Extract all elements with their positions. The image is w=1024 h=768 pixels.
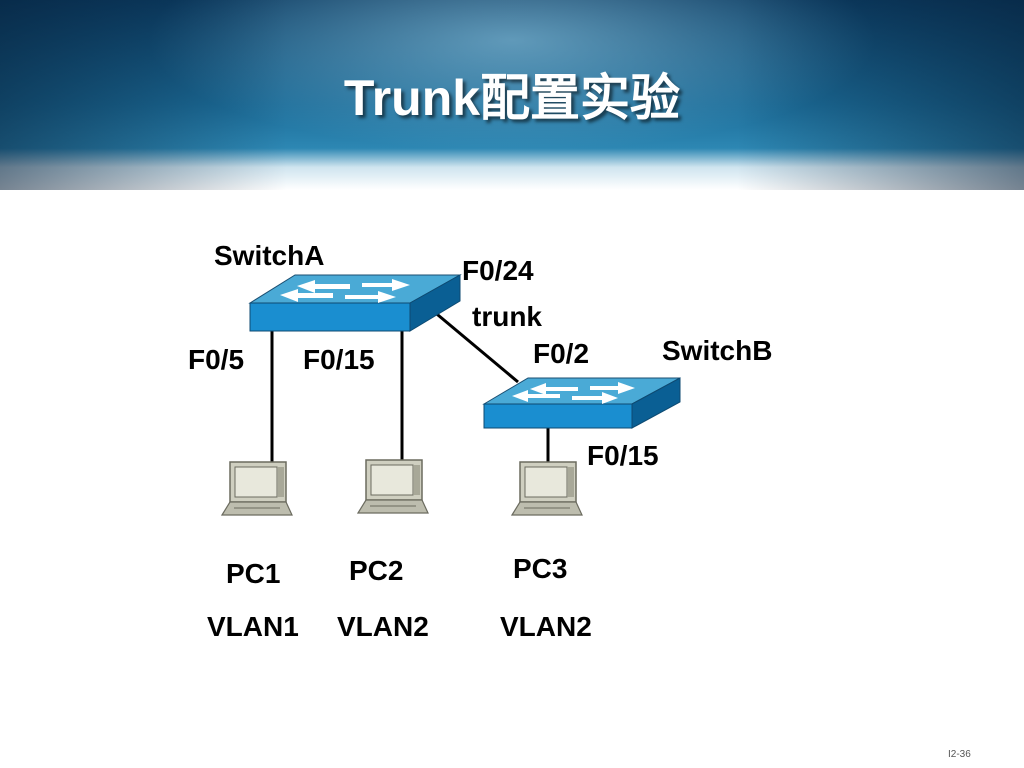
pc3-icon — [510, 461, 583, 516]
port-b-uplink-label: F0/2 — [533, 338, 590, 369]
port-a-pc2-label: F0/15 — [303, 344, 375, 375]
port-a-pc1-label: F0/5 — [188, 344, 245, 375]
pc3-name-label: PC3 — [513, 553, 568, 584]
switch-a-label: SwitchA — [214, 240, 325, 271]
pc2-icon — [356, 459, 429, 514]
switch-a-icon — [248, 274, 462, 332]
trunk-link — [431, 308, 519, 384]
header-vignette — [0, 0, 1024, 190]
pc3-vlan-label: VLAN2 — [500, 611, 592, 642]
switch-b-label: SwitchB — [662, 335, 773, 366]
port-b-pc3-label: F0/15 — [587, 440, 659, 471]
pc2-name-label: PC2 — [349, 555, 404, 586]
pc1-name-label: PC1 — [226, 558, 281, 589]
trunk-label: trunk — [472, 301, 542, 332]
pc1-vlan-label: VLAN1 — [207, 611, 299, 642]
page-title: Trunk配置实验 — [343, 70, 681, 126]
port-a-uplink-label: F0/24 — [462, 255, 534, 286]
switch-b-icon — [482, 377, 681, 429]
pc2-vlan-label: VLAN2 — [337, 611, 429, 642]
pc1-icon — [220, 461, 293, 516]
slide-number: I2-36 — [948, 749, 971, 760]
